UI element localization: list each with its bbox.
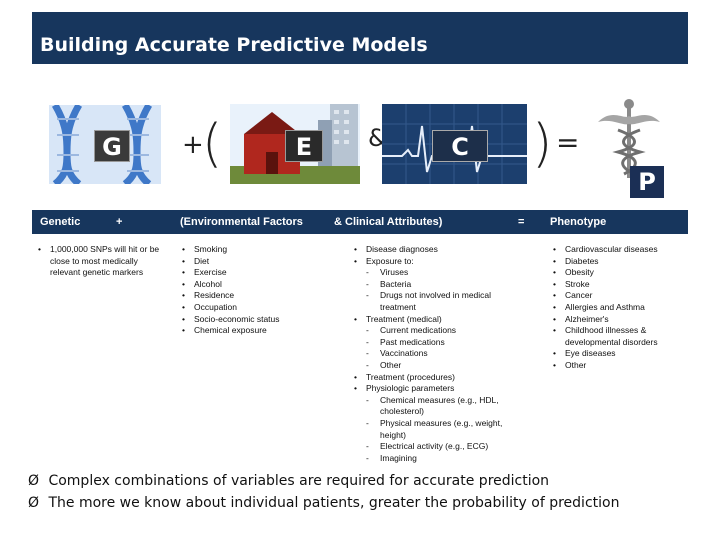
- c-letter: C: [451, 133, 469, 161]
- list-item: Allergies and Asthma: [551, 302, 688, 314]
- header-plus: +: [116, 216, 123, 228]
- summary-bullet: Ø Complex combinations of variables are …: [28, 470, 619, 492]
- list-item: Alzheimer's: [551, 314, 688, 326]
- list-item: Exercise: [180, 267, 330, 279]
- header-clinical: & Clinical Attributes): [334, 216, 443, 228]
- sub-list-item: Current medications: [352, 325, 524, 337]
- list-item: Diabetes: [551, 256, 688, 268]
- list-item: Alcohol: [180, 279, 330, 291]
- p-letter-box: P: [630, 166, 664, 198]
- c-letter-box: C: [432, 130, 488, 162]
- close-paren: ): [532, 114, 553, 174]
- list-item: Socio-economic status: [180, 314, 330, 326]
- sub-list-item: Other: [352, 360, 524, 372]
- sub-list-item: Past medications: [352, 337, 524, 349]
- p-letter: P: [638, 168, 656, 196]
- page-title: Building Accurate Predictive Models: [40, 34, 428, 56]
- list-item: Cardiovascular diseases: [551, 244, 688, 256]
- clinical-column: Disease diagnoses Exposure to: Viruses B…: [352, 244, 524, 464]
- sub-list-item: Physical measures (e.g., weight, height): [352, 418, 524, 441]
- sub-list-item: Drugs not involved in medical treatment: [352, 290, 524, 313]
- arrow-bullet-icon: Ø: [28, 495, 40, 511]
- header-genetic: Genetic: [40, 216, 81, 228]
- list-item: Treatment (procedures): [352, 372, 524, 384]
- open-paren: (: [202, 114, 223, 174]
- header-environmental: (Environmental Factors: [180, 216, 303, 228]
- list-item: Residence: [180, 290, 330, 302]
- header-equals: =: [518, 216, 525, 228]
- list-item: Smoking: [180, 244, 330, 256]
- sub-list-item: Imagining: [352, 453, 524, 465]
- sub-list-item: Viruses: [352, 267, 524, 279]
- arrow-bullet-icon: Ø: [28, 473, 40, 489]
- table-header: Genetic + (Environmental Factors & Clini…: [32, 210, 688, 234]
- dna-image: [49, 105, 161, 184]
- summary-bullet: Ø The more we know about individual pati…: [28, 492, 619, 514]
- list-item: Disease diagnoses: [352, 244, 524, 256]
- list-item: Other: [551, 360, 688, 372]
- list-item: Chemical exposure: [180, 325, 330, 337]
- list-item: Diet: [180, 256, 330, 268]
- plus-sign: +: [182, 130, 204, 160]
- summary-bullets: Ø Complex combinations of variables are …: [28, 470, 619, 514]
- list-item: Treatment (medical): [352, 314, 524, 326]
- phenotype-column: Cardiovascular diseases Diabetes Obesity…: [551, 244, 688, 372]
- sub-list-item: Chemical measures (e.g., HDL, cholestero…: [352, 395, 524, 418]
- sub-list-item: Vaccinations: [352, 348, 524, 360]
- g-letter: G: [102, 133, 122, 161]
- summary-text: Complex combinations of variables are re…: [48, 473, 550, 489]
- e-letter: E: [295, 133, 313, 161]
- equals-sign: =: [556, 126, 580, 159]
- equation-ribbon: G + ( E & C ) =: [32, 94, 688, 202]
- genetic-column: 1,000,000 SNPs will hit or be close to m…: [36, 244, 160, 279]
- list-item: Exposure to:: [352, 256, 524, 268]
- sub-list-item: Bacteria: [352, 279, 524, 291]
- title-bar: Building Accurate Predictive Models: [32, 12, 688, 64]
- e-letter-box: E: [285, 130, 323, 162]
- list-item: Eye diseases: [551, 348, 688, 360]
- list-item: Childhood illnesses & developmental diso…: [551, 325, 688, 348]
- list-item: Physiologic parameters: [352, 383, 524, 395]
- list-item: 1,000,000 SNPs will hit or be close to m…: [36, 244, 160, 279]
- summary-text: The more we know about individual patien…: [48, 495, 620, 511]
- list-item: Obesity: [551, 267, 688, 279]
- environmental-column: Smoking Diet Exercise Alcohol Residence …: [180, 244, 330, 337]
- g-letter-box: G: [94, 130, 130, 162]
- list-item: Stroke: [551, 279, 688, 291]
- sub-list-item: Electrical activity (e.g., ECG): [352, 441, 524, 453]
- header-phenotype: Phenotype: [550, 216, 607, 228]
- list-item: Occupation: [180, 302, 330, 314]
- list-item: Cancer: [551, 290, 688, 302]
